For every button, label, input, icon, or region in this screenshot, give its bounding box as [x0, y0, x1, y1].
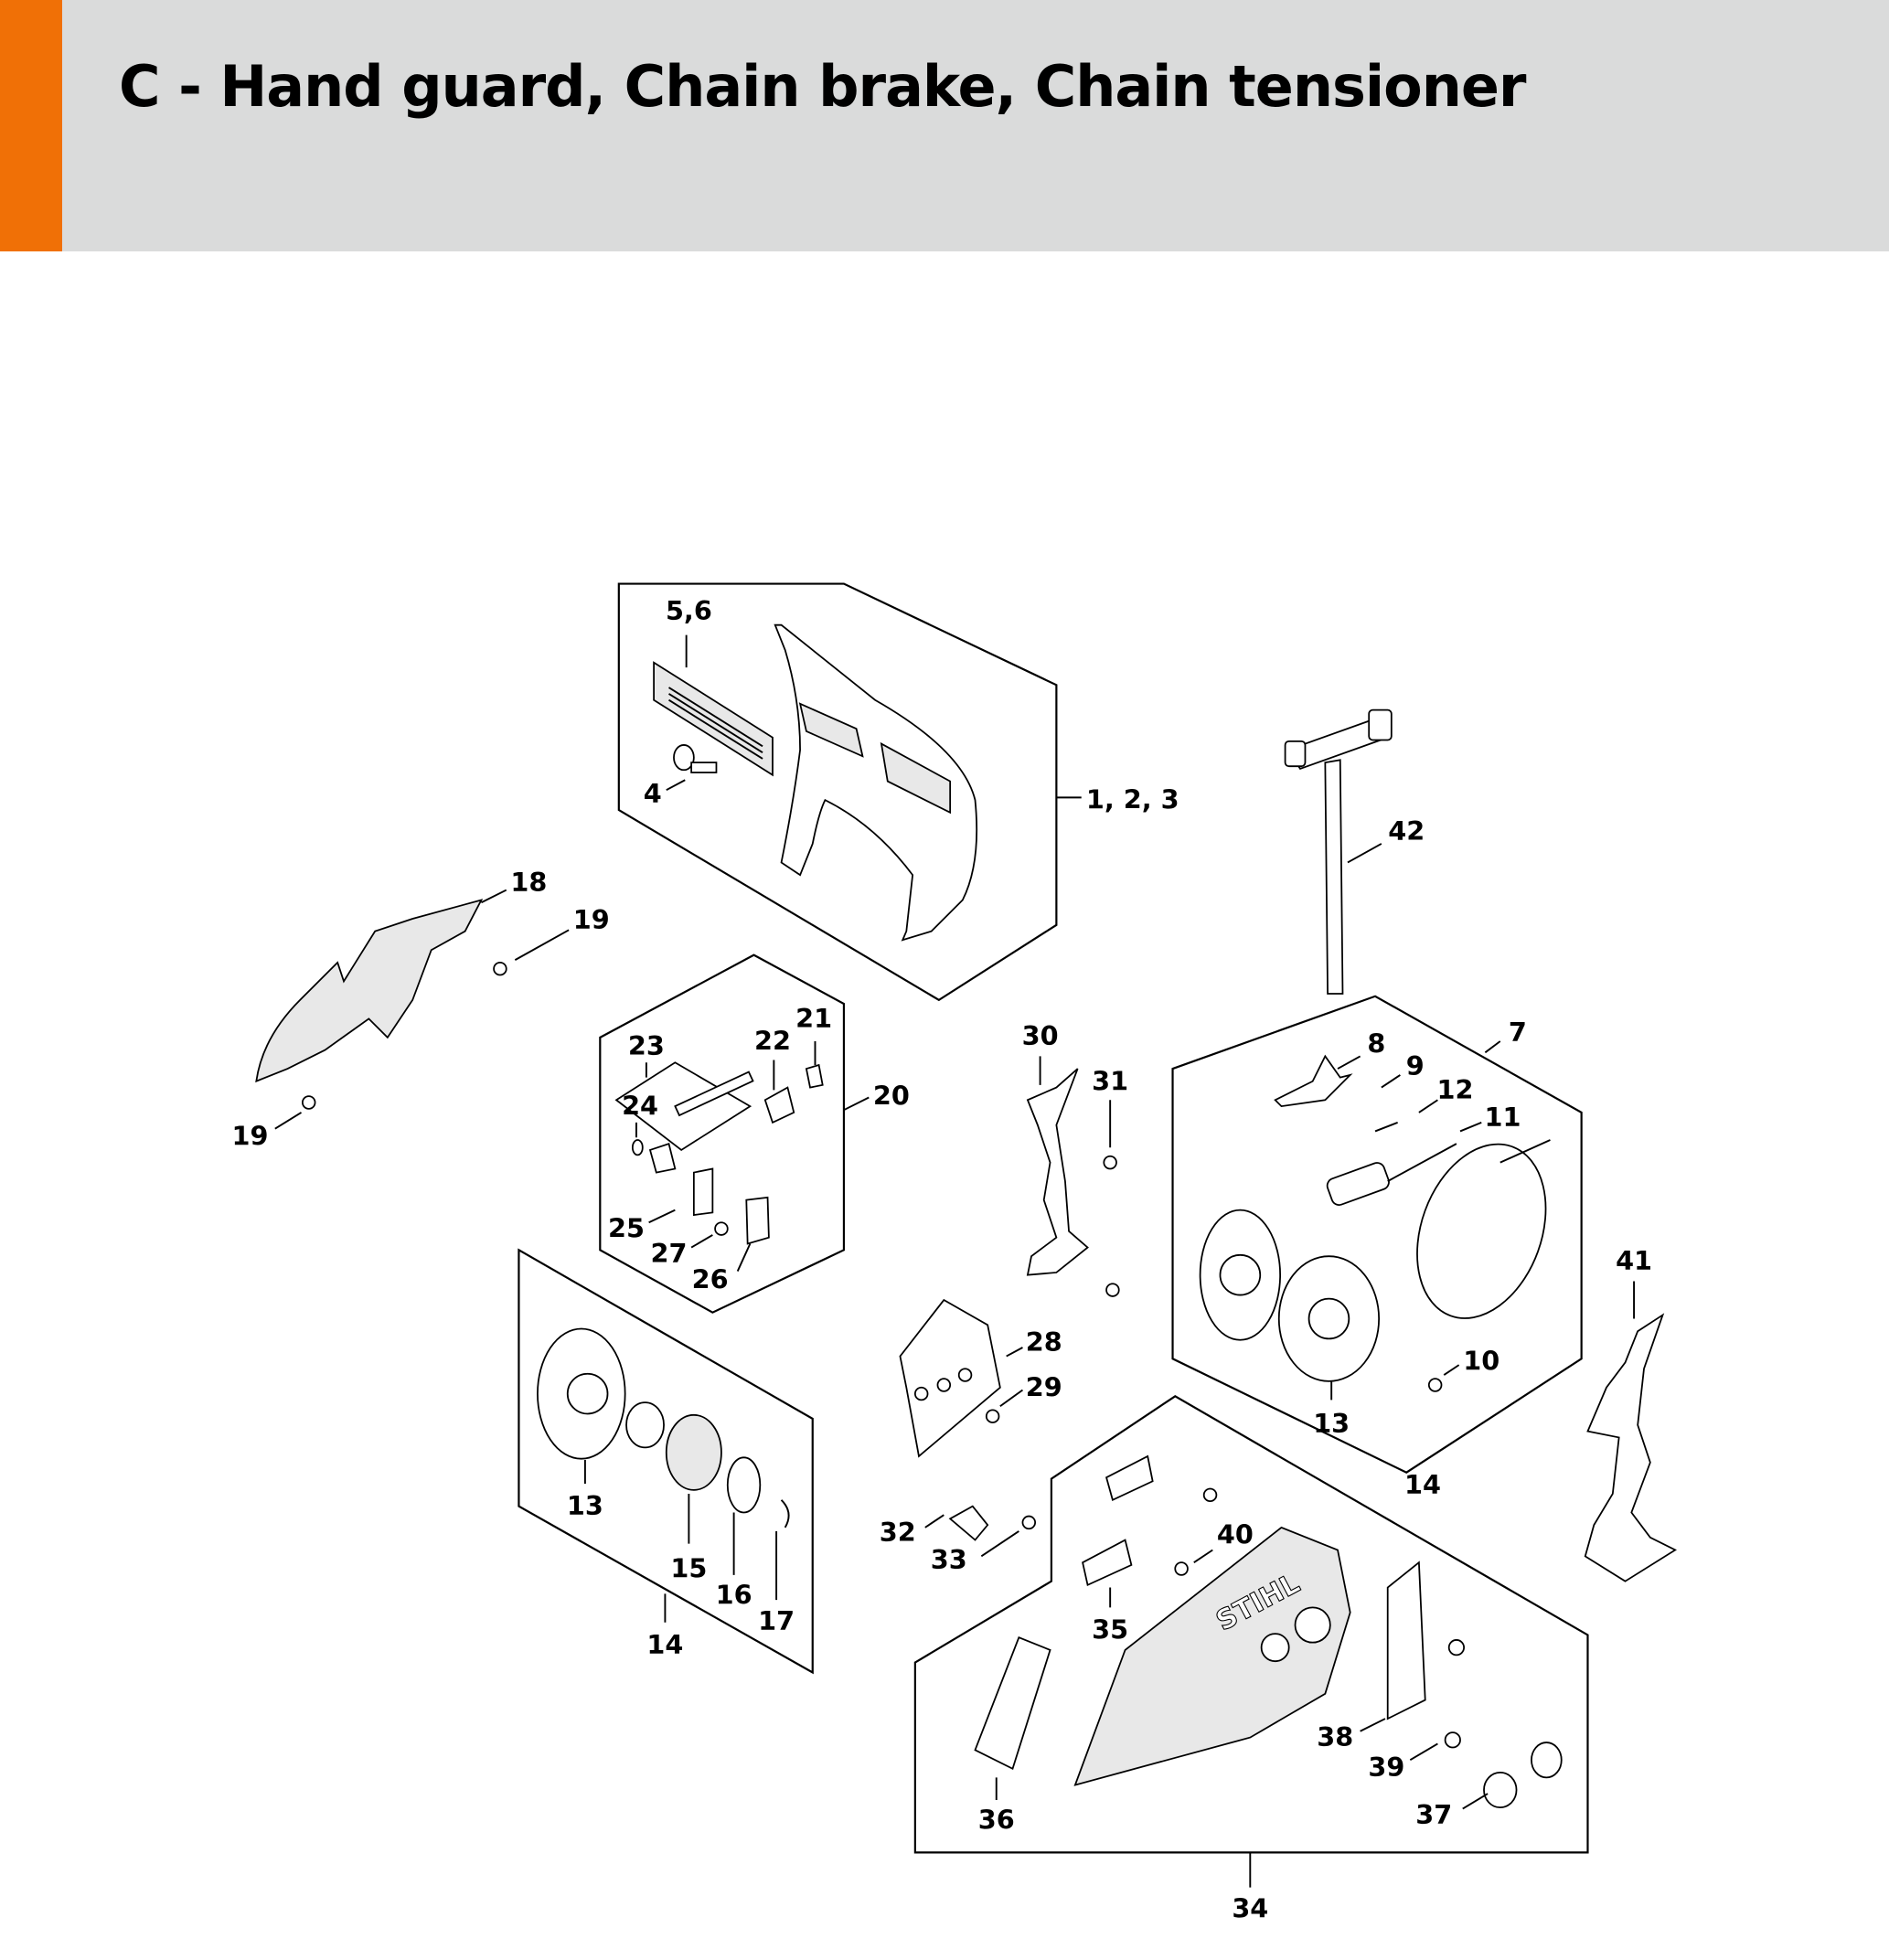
- callout-9: 9: [1406, 1050, 1425, 1081]
- callout-42: 42: [1388, 815, 1425, 847]
- callout-39: 39: [1368, 1752, 1404, 1783]
- callout-31: 31: [1092, 1065, 1128, 1096]
- sprocket-cover-parts: STIHL: [948, 1454, 1563, 1809]
- sprocket-parts: [537, 1327, 790, 1529]
- decal-part: [653, 661, 774, 777]
- header-bar: [0, 0, 1889, 251]
- combination-wrench-part: [1284, 708, 1393, 995]
- callout-32: 32: [880, 1517, 916, 1548]
- callout-38: 38: [1317, 1721, 1353, 1752]
- page-title: C - Hand guard, Chain brake, Chain tensi…: [119, 53, 1526, 120]
- screw-part: [301, 961, 507, 1110]
- group-box-sprocket-left: [518, 1248, 814, 1675]
- chain-brake-parts: [614, 1061, 824, 1245]
- callout-25: 25: [608, 1213, 645, 1244]
- callout-33: 33: [931, 1544, 967, 1575]
- spike-bumper-right-part: [1584, 1313, 1678, 1582]
- callout-36: 36: [978, 1804, 1015, 1835]
- header-accent-stripe: [0, 0, 62, 251]
- callout-16: 16: [716, 1579, 752, 1610]
- callout-15: 15: [670, 1553, 707, 1584]
- callout-18: 18: [510, 867, 547, 898]
- callout-24: 24: [622, 1091, 658, 1122]
- callout-10: 10: [1463, 1346, 1499, 1377]
- callout-13: 13: [567, 1490, 603, 1521]
- callout-41: 41: [1616, 1245, 1652, 1276]
- chain-guide-plate-part: [899, 1298, 1001, 1458]
- callout-28: 28: [1026, 1326, 1062, 1358]
- group-box-chain-brake: [599, 953, 846, 1314]
- callout-22: 22: [754, 1026, 791, 1057]
- group-box-sprocket-cover: [913, 1395, 1589, 1854]
- callout-19: 19: [573, 904, 610, 935]
- callout-11: 11: [1485, 1102, 1521, 1133]
- callout-4: 4: [644, 778, 662, 809]
- leader-lines: [274, 634, 1636, 1888]
- callout-17: 17: [758, 1605, 795, 1636]
- group-box-brake-band: [1171, 995, 1583, 1474]
- callout-37: 37: [1415, 1799, 1452, 1830]
- callout-1-2-3: 1, 2, 3: [1086, 784, 1179, 815]
- bushing-part: [673, 744, 718, 773]
- callout-12: 12: [1437, 1074, 1474, 1105]
- callout-20: 20: [873, 1081, 910, 1112]
- callout-8: 8: [1367, 1028, 1385, 1059]
- callout-26: 26: [692, 1264, 729, 1295]
- spike-bumper-part: [1026, 1068, 1120, 1297]
- brake-band-parts: [1199, 1054, 1551, 1392]
- callout-30: 30: [1022, 1020, 1059, 1051]
- callout-27: 27: [651, 1238, 688, 1269]
- callout-14: 14: [1404, 1469, 1441, 1500]
- callout-14: 14: [646, 1629, 683, 1660]
- callout-29: 29: [1026, 1371, 1062, 1402]
- callout-13: 13: [1313, 1408, 1350, 1439]
- callout-34: 34: [1232, 1892, 1268, 1923]
- callout-21: 21: [795, 1003, 832, 1034]
- callout-35: 35: [1092, 1614, 1128, 1646]
- callout-23: 23: [628, 1030, 665, 1061]
- hand-guard-part: [774, 623, 978, 942]
- group-box-hand-guard: [617, 582, 1058, 1002]
- rear-hand-guard-part: [255, 899, 484, 1083]
- callout-40: 40: [1217, 1519, 1254, 1550]
- callout-7: 7: [1509, 1017, 1527, 1048]
- callout-5-6: 5,6: [666, 595, 712, 626]
- callout-19: 19: [231, 1120, 268, 1151]
